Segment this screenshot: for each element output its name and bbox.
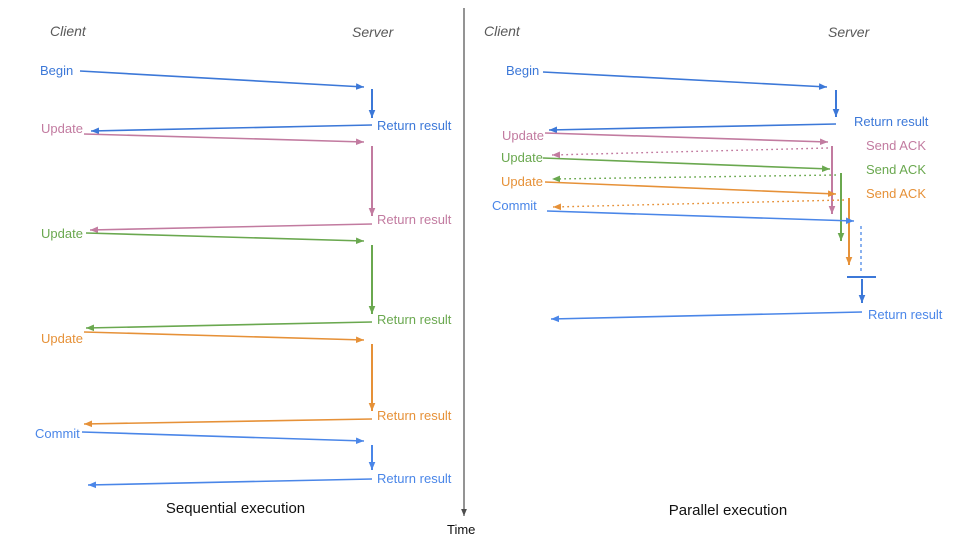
sequential-caption: Sequential execution [165, 500, 306, 517]
seq-begin-request-arrow [79, 70, 365, 90]
par-update-1-label: Update [502, 128, 544, 143]
par-update-2-label: Update [501, 150, 543, 165]
par-client-header: Client [484, 23, 520, 39]
seq-server-header: Server [352, 24, 394, 40]
par-send-ack-1-label: Send ACK [866, 138, 926, 153]
seq-update1-request-arrow [83, 133, 365, 146]
seq-return-result-5-label: Return result [377, 471, 452, 486]
parallel-caption: Parallel execution [668, 502, 788, 519]
seq-begin-label: Begin [40, 63, 74, 78]
par-begin-label: Begin [506, 63, 540, 78]
par-commit-label: Commit [492, 198, 537, 213]
par-commit-request-arrow [546, 210, 855, 225]
par-begin-return-arrow [548, 123, 837, 134]
par-update1-request-arrow [544, 132, 829, 146]
par-update2-request-arrow [542, 157, 831, 172]
seq-update-3-label: Update [41, 331, 83, 346]
seq-update-1-label: Update [41, 121, 83, 136]
seq-return-result-3-label: Return result [377, 312, 452, 327]
par-send-ack-3-label: Send ACK [866, 186, 926, 201]
sequential-panel-arrows [79, 70, 376, 489]
seq-update2-return-arrow [85, 321, 373, 332]
par-return-result-1-label: Return result [854, 114, 929, 129]
seq-update1-return-arrow [89, 223, 373, 234]
par-update1-ack-arrow [551, 147, 829, 159]
time-axis-label: Time [447, 522, 476, 537]
par-update2-ack-arrow [551, 174, 837, 183]
seq-update3-request-arrow [83, 331, 365, 344]
seq-update2-request-arrow [85, 232, 365, 245]
par-begin-request-arrow [542, 71, 828, 90]
par-update3-request-arrow [544, 181, 837, 197]
parallel-panel-arrows [542, 71, 876, 323]
seq-return-result-4-label: Return result [377, 408, 452, 423]
seq-commit-label: Commit [35, 426, 80, 441]
par-update3-ack-arrow [552, 199, 845, 211]
par-send-ack-2-label: Send ACK [866, 162, 926, 177]
par-commit-return-arrow [550, 311, 863, 323]
seq-commit-return-arrow [87, 478, 373, 489]
seq-return-result-1-label: Return result [377, 118, 452, 133]
seq-client-header: Client [50, 23, 86, 39]
seq-begin-return-arrow [90, 124, 373, 135]
par-server-header: Server [828, 24, 870, 40]
seq-commit-request-arrow [81, 431, 365, 445]
seq-update3-return-arrow [83, 418, 373, 428]
par-update-3-label: Update [501, 174, 543, 189]
par-return-result-final-label: Return result [868, 307, 943, 322]
seq-return-result-2-label: Return result [377, 212, 452, 227]
seq-update-2-label: Update [41, 226, 83, 241]
